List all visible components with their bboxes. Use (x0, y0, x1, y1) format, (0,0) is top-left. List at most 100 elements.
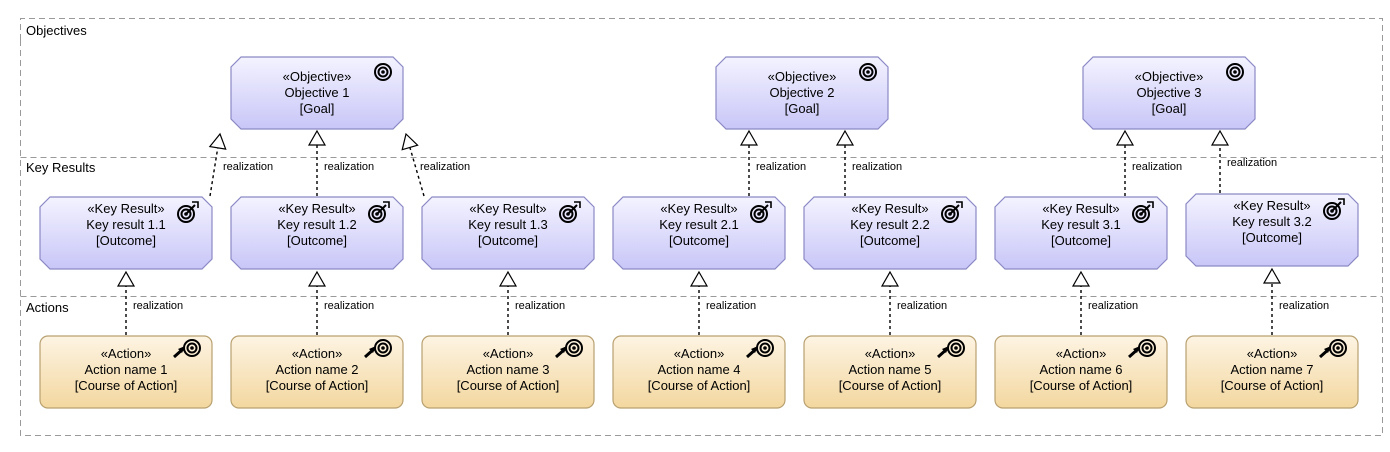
target-icon (1226, 63, 1244, 81)
key-result-stereotype: «Key Result» (660, 201, 737, 216)
realization-label: realization (420, 161, 470, 173)
action-name: Action name 6 (1039, 362, 1122, 377)
key-result-node[interactable]: «Key Result»Key result 2.2[Outcome] (803, 196, 977, 270)
target-arrow-icon (368, 201, 390, 223)
key-result-type: [Outcome] (96, 233, 156, 248)
objective-name: Objective 3 (1136, 85, 1201, 100)
key-result-stereotype: «Key Result» (278, 201, 355, 216)
lane-actions: Actions (20, 40, 1383, 436)
action-stereotype: «Action» (292, 346, 343, 361)
key-result-name: Key result 3.1 (1041, 217, 1121, 232)
action-type: [Course of Action] (266, 378, 369, 393)
action-name: Action name 1 (84, 362, 167, 377)
realization-label: realization (223, 161, 273, 173)
objective-name: Objective 1 (284, 85, 349, 100)
objective-stereotype: «Objective» (768, 69, 837, 84)
action-stereotype: «Action» (1056, 346, 1107, 361)
action-stereotype: «Action» (101, 346, 152, 361)
realization-edge: realization (307, 270, 374, 335)
key-result-node[interactable]: «Key Result»Key result 1.3[Outcome] (421, 196, 595, 270)
realization-edge: realization (208, 132, 273, 197)
target-icon (374, 63, 392, 81)
objective-node[interactable]: «Objective»Objective 2[Goal] (715, 56, 889, 130)
action-node[interactable]: «Action»Action name 3[Course of Action] (421, 335, 595, 409)
course-of-action-icon (937, 339, 965, 359)
realization-edge: realization (1262, 267, 1329, 335)
course-of-action-icon (173, 339, 201, 359)
action-type: [Course of Action] (1221, 378, 1324, 393)
realization-edges: realization realization realization realiza… (116, 129, 1329, 335)
realization-edge: realization (835, 129, 902, 196)
key-result-node[interactable]: «Key Result»Key result 3.1[Outcome] (994, 196, 1168, 270)
objective-stereotype: «Objective» (283, 69, 352, 84)
key-result-stereotype: «Key Result» (469, 201, 546, 216)
key-result-node[interactable]: «Key Result»Key result 3.2[Outcome] (1185, 193, 1359, 267)
realization-edge: realization (1115, 129, 1182, 196)
realization-label: realization (1279, 300, 1329, 312)
key-result-name: Key result 1.2 (277, 217, 357, 232)
action-type: [Course of Action] (839, 378, 942, 393)
course-of-action-icon (746, 339, 774, 359)
objective-type: [Goal] (300, 101, 335, 116)
key-result-name: Key result 1.1 (86, 217, 166, 232)
realization-label: realization (706, 300, 756, 312)
realization-edge: realization (498, 270, 565, 335)
objective-node[interactable]: «Objective»Objective 1[Goal] (230, 56, 404, 130)
key-result-stereotype: «Key Result» (851, 201, 928, 216)
action-stereotype: «Action» (865, 346, 916, 361)
action-type: [Course of Action] (457, 378, 560, 393)
key-result-type: [Outcome] (287, 233, 347, 248)
target-arrow-icon (177, 201, 199, 223)
objective-stereotype: «Objective» (1135, 69, 1204, 84)
realization-edge: realization (307, 129, 374, 196)
key-result-type: [Outcome] (478, 233, 538, 248)
key-result-name: Key result 2.1 (659, 217, 739, 232)
realization-label: realization (324, 161, 374, 173)
key-result-node[interactable]: «Key Result»Key result 2.1[Outcome] (612, 196, 786, 270)
lane-label-objectives: Objectives (26, 23, 87, 38)
action-node[interactable]: «Action»Action name 7[Course of Action] (1185, 335, 1359, 409)
key-result-type: [Outcome] (669, 233, 729, 248)
course-of-action-icon (364, 339, 392, 359)
realization-edge: realization (1210, 129, 1277, 193)
course-of-action-icon (1319, 339, 1347, 359)
realization-label: realization (324, 300, 374, 312)
action-type: [Course of Action] (1030, 378, 1133, 393)
key-result-stereotype: «Key Result» (1233, 198, 1310, 213)
realization-label: realization (756, 161, 806, 173)
realization-label: realization (1227, 157, 1277, 169)
action-type: [Course of Action] (648, 378, 751, 393)
key-result-type: [Outcome] (1242, 230, 1302, 245)
action-node[interactable]: «Action»Action name 6[Course of Action] (994, 335, 1168, 409)
key-result-name: Key result 2.2 (850, 217, 930, 232)
key-result-node[interactable]: «Key Result»Key result 1.2[Outcome] (230, 196, 404, 270)
action-name: Action name 2 (275, 362, 358, 377)
action-node[interactable]: «Action»Action name 5[Course of Action] (803, 335, 977, 409)
key-result-node[interactable]: «Key Result»Key result 1.1[Outcome] (39, 196, 213, 270)
realization-label: realization (897, 300, 947, 312)
realization-label: realization (1088, 300, 1138, 312)
objective-type: [Goal] (785, 101, 820, 116)
realization-edge: realization (739, 129, 806, 196)
lane-key-results: Key Results (20, 157, 1383, 175)
realization-edge: realization (689, 270, 756, 335)
course-of-action-icon (1128, 339, 1156, 359)
realization-label: realization (133, 300, 183, 312)
realization-edge: realization (880, 270, 947, 335)
action-stereotype: «Action» (674, 346, 725, 361)
action-stereotype: «Action» (483, 346, 534, 361)
target-arrow-icon (559, 201, 581, 223)
lane-label-key-results: Key Results (26, 160, 96, 175)
objective-name: Objective 2 (769, 85, 834, 100)
course-of-action-icon (555, 339, 583, 359)
lane-label-actions: Actions (26, 300, 69, 315)
action-name: Action name 3 (466, 362, 549, 377)
realization-label: realization (852, 161, 902, 173)
action-node[interactable]: «Action»Action name 4[Course of Action] (612, 335, 786, 409)
action-node[interactable]: «Action»Action name 1[Course of Action] (39, 335, 213, 409)
action-node[interactable]: «Action»Action name 2[Course of Action] (230, 335, 404, 409)
realization-edge: realization (401, 132, 470, 197)
lane-objectives: Objectives (20, 18, 1383, 157)
objective-node[interactable]: «Objective»Objective 3[Goal] (1082, 56, 1256, 130)
